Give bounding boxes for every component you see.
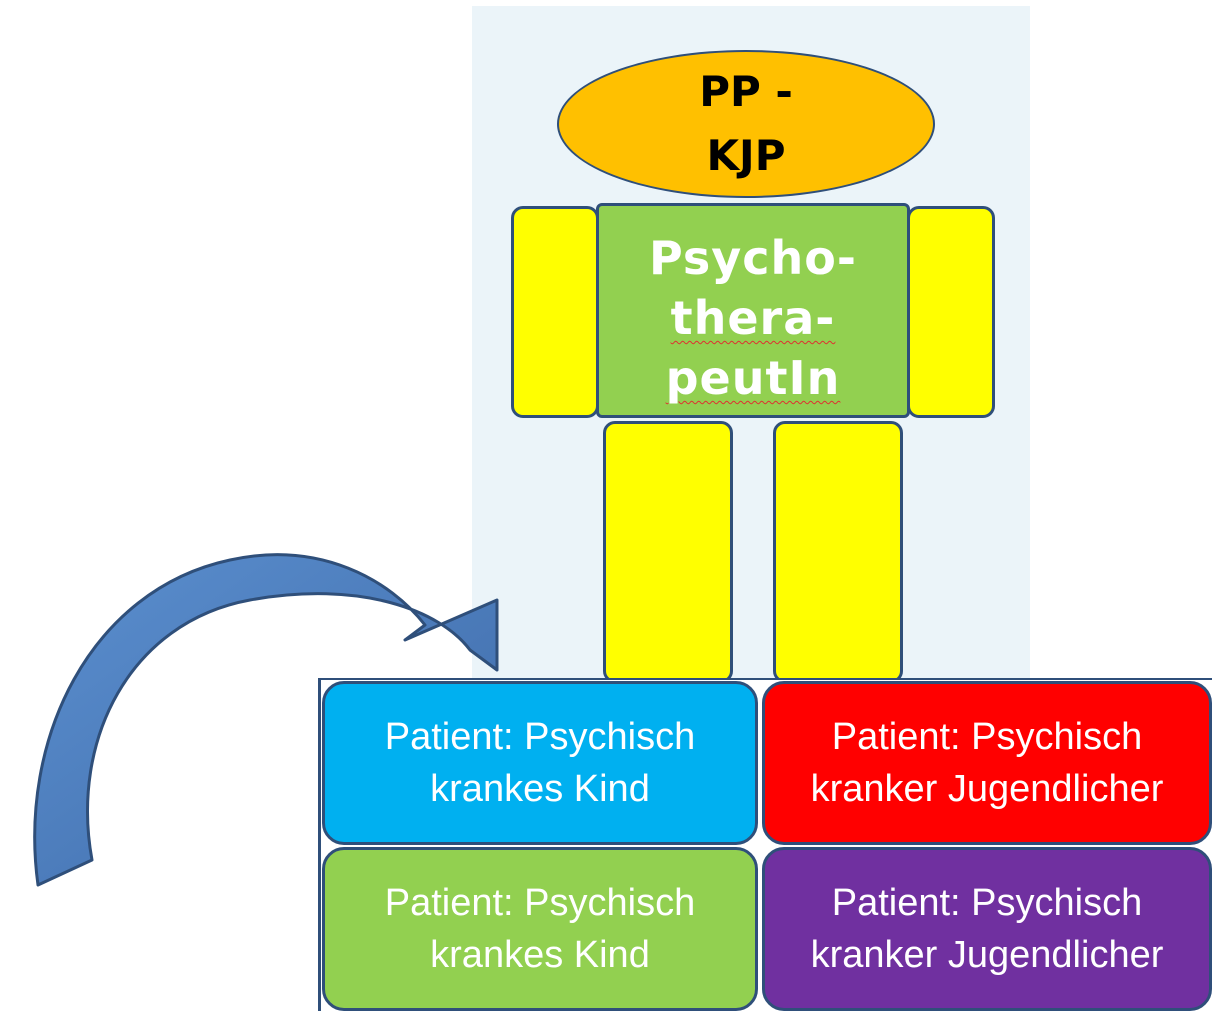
figure-torso: Psycho- thera- peutIn [596,203,910,418]
tile-line-1: Patient: Psychisch [384,716,696,758]
tile-line-1: Patient: Psychisch [384,882,696,924]
tile-line-2: krankes Kind [430,934,650,976]
tile-line-2: krankes Kind [430,768,650,810]
tile-line-1: Patient: Psychisch [831,882,1143,924]
tile-line-2: kranker Jugendlicher [810,768,1164,810]
torso-line-3: peutIn [665,351,841,405]
tile-child-blue: Patient: Psychisch krankes Kind [322,681,758,845]
left-arm [511,206,599,418]
tile-adolescent-red: Patient: Psychisch kranker Jugendlicher [762,681,1212,845]
tile-adolescent-purple: Patient: Psychisch kranker Jugendlicher [762,847,1212,1011]
torso-line-2: thera- [670,291,836,345]
right-arm [907,206,995,418]
tile-line-2: kranker Jugendlicher [810,934,1164,976]
torso-line-1: Psycho- [649,231,857,285]
figure-head: PP - KJP [557,50,935,198]
tile-line-1: Patient: Psychisch [831,716,1143,758]
head-label: PP - KJP [699,67,793,180]
tile-child-green: Patient: Psychisch krankes Kind [322,847,758,1011]
